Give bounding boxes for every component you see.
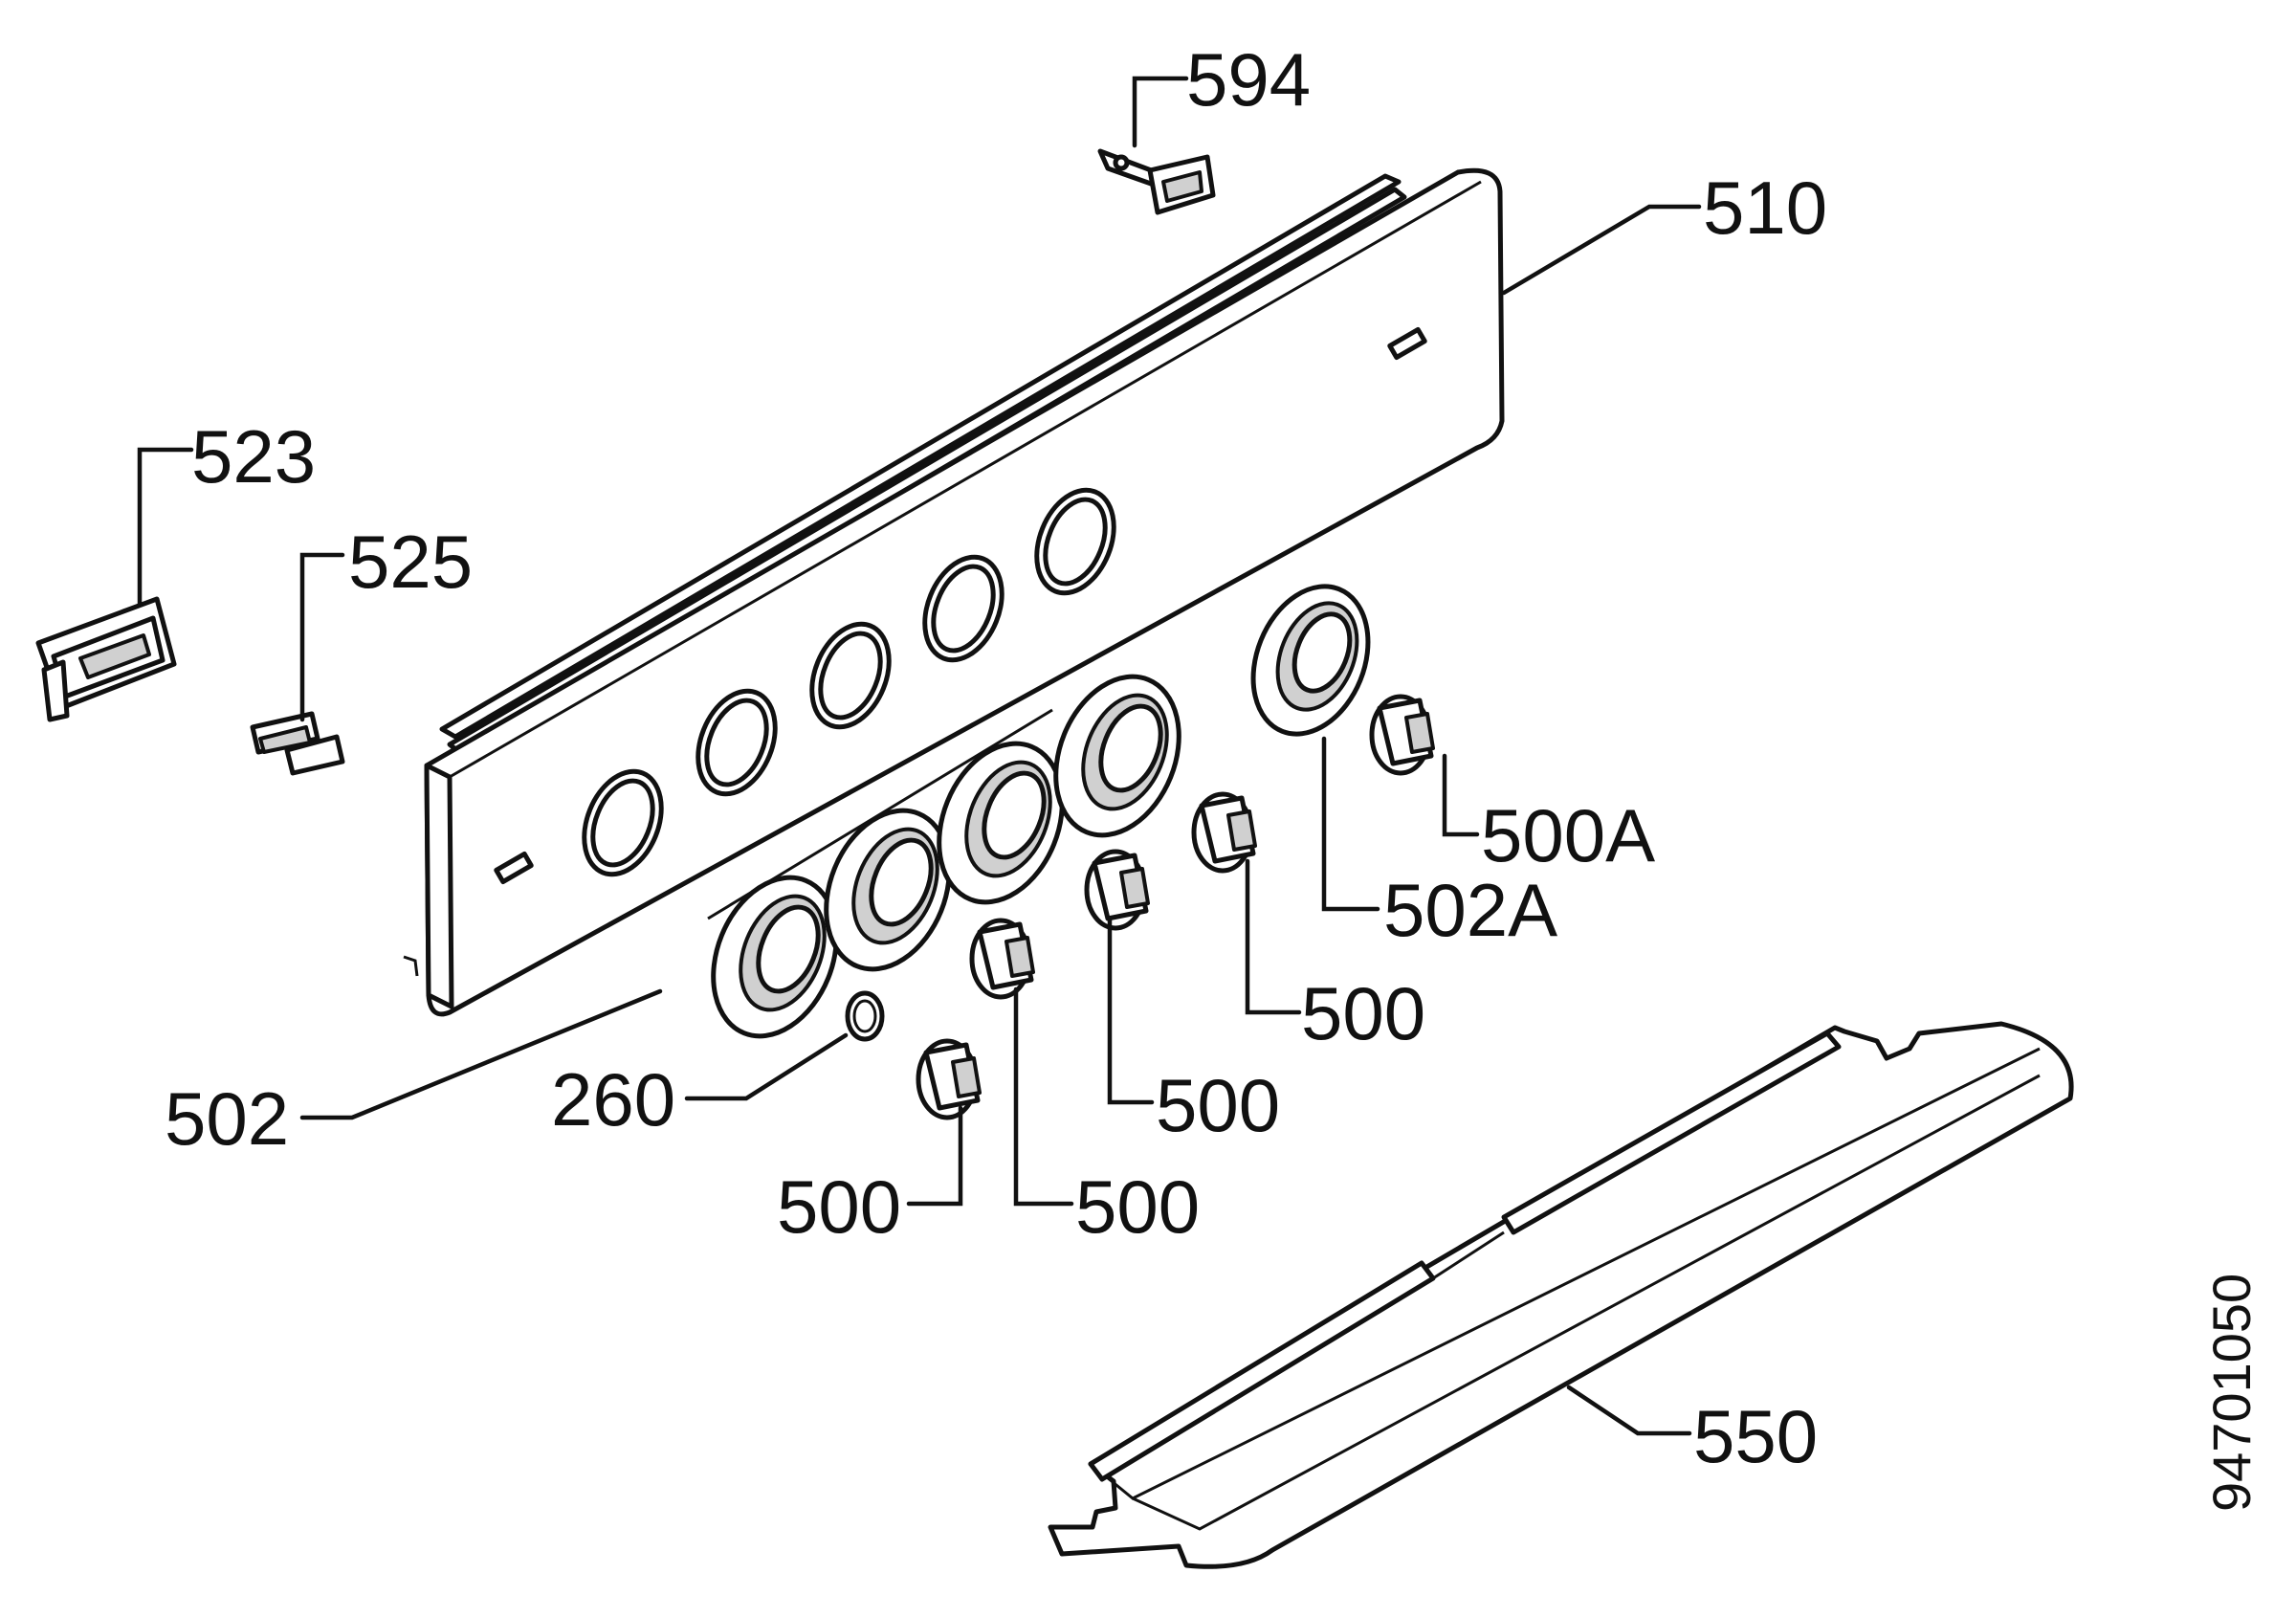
- leader-lines: [137, 76, 1702, 1436]
- trim-strip-550: [1048, 1021, 2074, 1569]
- clip-594: [1097, 148, 1216, 215]
- label-500-mid: 500: [1156, 1063, 1280, 1147]
- label-510: 510: [1703, 166, 1827, 250]
- label-525: 525: [348, 520, 473, 604]
- knob-500-1: [916, 1038, 982, 1120]
- spring-260: [845, 990, 885, 1042]
- connector-525: [250, 711, 345, 776]
- part-labels: 594 510 523 525 500A 502A 500 500 500 50…: [165, 37, 2262, 1512]
- knob-500-2: [969, 918, 1035, 1000]
- label-502: 502: [165, 1076, 289, 1161]
- bezel-ring-502a: [1250, 584, 1371, 737]
- label-523: 523: [191, 414, 316, 499]
- label-500-left: 500: [777, 1164, 901, 1249]
- label-260: 260: [551, 1057, 675, 1141]
- label-500-right: 500: [1301, 971, 1425, 1055]
- label-550: 550: [1693, 1394, 1818, 1478]
- knob-500-3: [1084, 849, 1150, 931]
- switch-frame-523: [35, 596, 177, 722]
- label-500-lower: 500: [1075, 1164, 1200, 1249]
- label-502a: 502A: [1383, 868, 1557, 952]
- label-594: 594: [1186, 37, 1311, 122]
- drawing-number: 94701050: [2201, 1274, 2262, 1512]
- label-500a: 500A: [1481, 793, 1655, 877]
- bezel-rings-502: [711, 674, 1181, 1039]
- control-panel-510: [403, 167, 1505, 1017]
- knob-500-4: [1191, 791, 1257, 874]
- knob-500a: [1369, 694, 1435, 776]
